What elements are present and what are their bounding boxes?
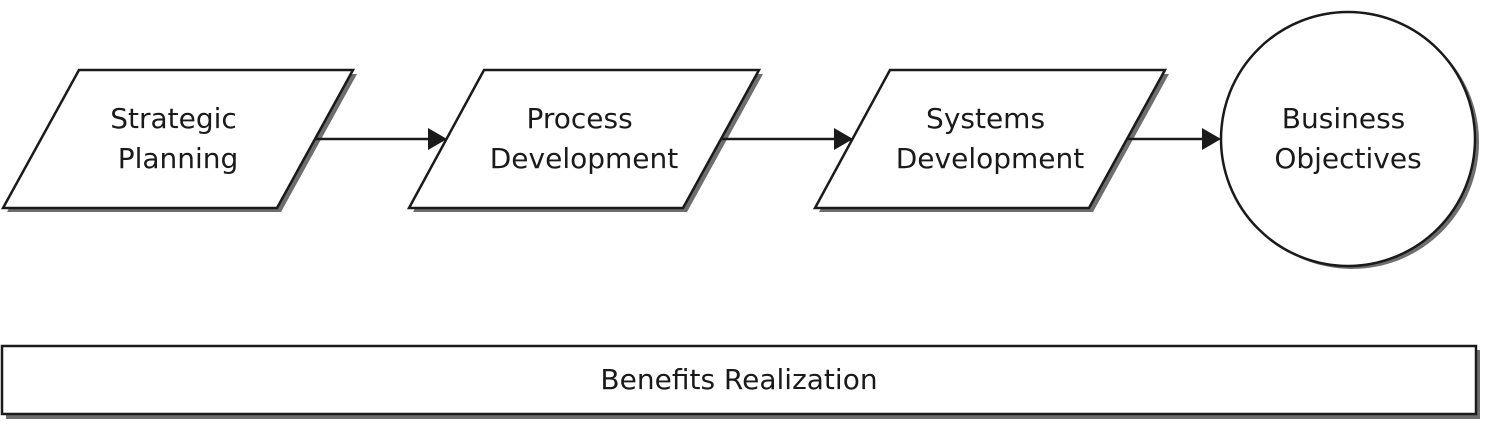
goal-business-objectives: Business Objectives	[1219, 10, 1479, 269]
arrow-process-to-systems	[721, 128, 853, 150]
step-systems-development-line2: Development	[896, 142, 1085, 175]
step-strategic-planning: Strategic Planning	[0, 68, 357, 212]
step-strategic-planning-line1: Strategic	[110, 102, 237, 135]
step-process-development-line2: Development	[490, 142, 679, 175]
svg-text:Process Development: Process Development	[490, 102, 679, 175]
foundation-benefits-realization: Benefits Realization	[0, 344, 1480, 419]
arrow-planning-to-process	[315, 128, 447, 150]
goal-business-objectives-line1: Business	[1282, 102, 1405, 135]
step-strategic-planning-line2: Planning	[118, 142, 239, 175]
svg-text:Systems Development: Systems Development	[896, 102, 1085, 175]
step-process-development: Process Development	[406, 68, 763, 212]
arrow-systems-to-objectives	[1127, 128, 1221, 150]
step-process-development-line1: Process	[526, 102, 632, 135]
foundation-benefits-realization-label: Benefits Realization	[600, 363, 877, 396]
step-systems-development: Systems Development	[812, 68, 1169, 212]
svg-text:Strategic Planning: Strategic Planning	[110, 102, 245, 175]
svg-text:Business Objectives: Business Objectives	[1274, 102, 1421, 175]
goal-business-objectives-line2: Objectives	[1274, 142, 1421, 175]
step-systems-development-line1: Systems	[926, 102, 1045, 135]
